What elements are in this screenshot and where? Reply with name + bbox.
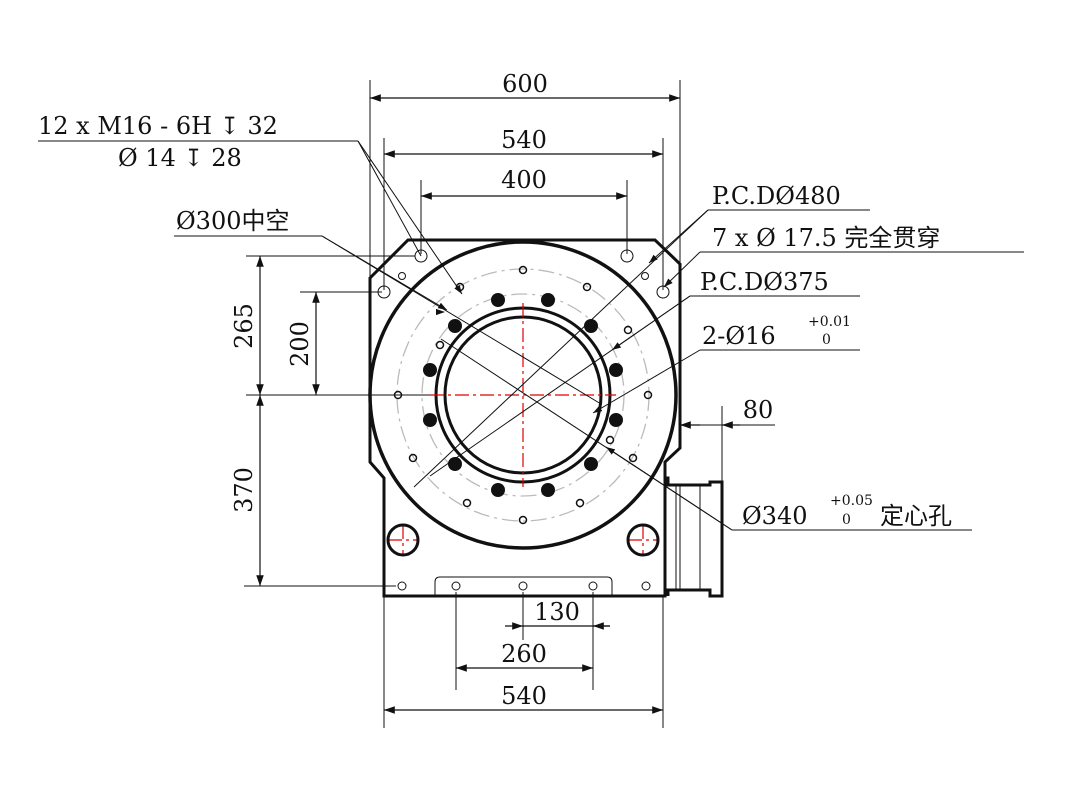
- pilot-tol-upper: +0.05: [830, 493, 873, 509]
- dim-200: 200: [286, 291, 382, 395]
- through-callout: 7 x Ø 17.5 完全贯穿: [663, 224, 1024, 288]
- dim-130-label: 130: [534, 598, 580, 626]
- housing-holes: [377, 249, 670, 591]
- pcd480-label: P.C.DØ480: [712, 182, 841, 210]
- pin-tol-upper: +0.01: [808, 314, 851, 330]
- dim-80-label: 80: [743, 396, 774, 424]
- dim-260-label: 260: [501, 640, 547, 668]
- dim-540-top: 540: [383, 126, 664, 290]
- dim-370-label: 370: [230, 467, 258, 513]
- hollow-label: Ø300中空: [176, 207, 289, 235]
- pcd480-circle: [396, 268, 650, 522]
- pcd375-label: P.C.DØ375: [700, 268, 829, 296]
- through-label: 7 x Ø 17.5 完全贯穿: [712, 224, 940, 252]
- dim-600-label: 600: [502, 70, 548, 98]
- dim-260: 260: [455, 592, 593, 690]
- thread-callout: 12 x M16 - 6H ↧ 32 Ø 14 ↧ 28: [38, 112, 463, 295]
- pilot-label-cn: 定心孔: [880, 502, 952, 530]
- pin-label: 2-Ø16: [702, 322, 776, 350]
- dim-400-label: 400: [501, 166, 547, 194]
- dim-540-top-label: 540: [501, 126, 547, 154]
- pin-callout: 2-Ø16 +0.01 0: [592, 314, 860, 414]
- tapped-holes: [423, 293, 623, 497]
- pcd480-callout: P.C.DØ480: [413, 182, 870, 488]
- centerlines: [388, 303, 658, 555]
- pilot-label: Ø340: [742, 502, 807, 530]
- pin-tol-lower: 0: [822, 332, 831, 348]
- dim-265-label: 265: [230, 303, 258, 349]
- dim-540-bottom-label: 540: [501, 682, 547, 710]
- dim-265: 265: [230, 255, 415, 395]
- thread-line2: Ø 14 ↧ 28: [118, 144, 242, 172]
- thread-line1: 12 x M16 - 6H ↧ 32: [38, 112, 278, 140]
- pilot-tol-lower: 0: [842, 512, 851, 528]
- dim-130: 130: [505, 592, 610, 690]
- dim-400: 400: [420, 166, 628, 254]
- pcd375-callout: P.C.DØ375: [429, 268, 860, 477]
- dim-200-label: 200: [286, 321, 314, 367]
- pilot-callout: Ø340 +0.05 0 定心孔: [440, 338, 972, 531]
- dim-540-bottom: 540: [383, 596, 664, 728]
- dim-600: 600: [369, 70, 681, 276]
- dim-80: 80: [680, 396, 775, 484]
- dowel-pin-holes: [386, 523, 660, 557]
- dim-370: 370: [230, 394, 430, 587]
- hollow-callout: Ø300中空: [174, 207, 602, 405]
